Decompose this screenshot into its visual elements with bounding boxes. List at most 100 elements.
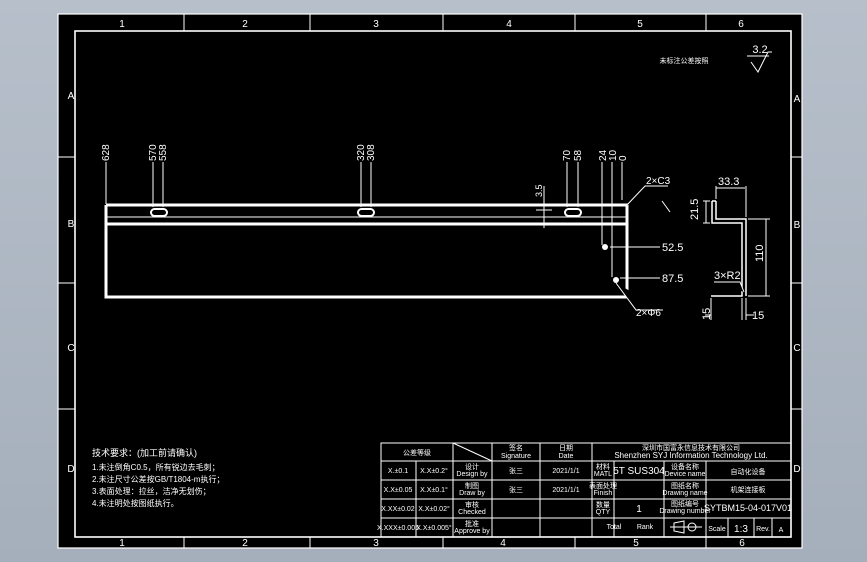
zone-col-top: 6 [738,19,744,30]
scale-value: 1:3 [734,524,748,535]
tech-req-line: 2.未注尺寸公差按GB/T1804-m执行； [92,474,224,484]
tech-req-title: 技术要求：(加工前请确认) [92,447,197,458]
tolerance-header: 公差等级 [403,448,431,457]
material-label: 材料 [596,462,610,471]
tolerance-angular: X.X±0.1° [420,486,448,494]
zone-col-top: 3 [373,19,379,30]
date-header: 日期 [559,444,573,452]
company-name-en: Shenzhen SYJ Information Technology Ltd. [614,451,767,460]
dimension-label: 58 [573,149,584,161]
signature-name: 张三 [509,466,523,475]
quantity-label: 数量 [596,500,610,509]
zone-col-bottom: 3 [373,538,379,549]
zone-col-top: 2 [242,19,248,30]
tech-req-line: 1.未注倒角C0.5，所有锐边去毛刺； [92,462,220,472]
hole [602,244,608,250]
slot-hole [564,208,582,217]
zone-col-bottom: 2 [242,538,248,549]
dimension-label: 24 [598,149,609,161]
surface-finish-symbol [747,51,772,73]
zone-row-right: B [794,220,801,231]
role-label: 设计 [465,462,479,471]
role-label-en: Approve by [454,528,490,535]
hole [613,277,619,283]
drawing-number: SYTBM15-04-017V01 [704,503,792,513]
finish-label: 表面处理 [589,481,617,490]
zone-col-top: 1 [119,19,125,30]
callout-label: 2×C3 [646,176,671,187]
quantity-value: 1 [636,504,642,515]
section-dimension: 15 [701,308,713,320]
section-dimension: 110 [754,244,766,262]
tolerance-angular: X.X±0.2° [420,467,448,475]
zone-ticks [58,14,802,548]
drawing-name: 机架连接板 [731,485,766,494]
finish-label-en: Finish [594,490,613,497]
date-header-en: Date [559,453,574,460]
role-label-en: Design by [456,471,488,478]
slot-hole [357,208,375,217]
tech-req-line: 3.表面处理：拉丝，洁净无划伤； [92,486,211,496]
role-label-en: Draw by [459,490,485,497]
section-view [703,186,770,320]
technical-requirements: 技术要求：(加工前请确认) 1.未注倒角C0.5，所有锐边去毛刺； 2.未注尺寸… [92,447,224,508]
zone-row-right: A [794,94,801,105]
zone-col-bottom: 5 [633,538,639,549]
callout-label: 2×Φ6 [636,308,661,319]
tolerance-angular: X.X±0.02° [418,505,450,513]
section-dimension: 21.5 [689,199,701,220]
section-dimension: 3×R2 [714,270,741,282]
dimension-label: 628 [101,144,112,161]
drawing-name-label-en: Drawing name [662,490,707,497]
dimension-label: 570 [148,144,159,161]
dimension-label: 308 [366,144,377,161]
projection-symbol [670,520,702,534]
dimension-label: 0 [618,155,629,161]
zone-row-left: A [68,91,75,102]
revision-label: Rev. [756,526,770,533]
section-dimension: 15 [752,310,764,322]
zone-col-top: 5 [637,19,643,30]
front-view [104,162,671,311]
role-label: 批准 [465,519,479,528]
tolerance-linear: X.±0.1 [388,468,408,475]
dimension-label: 3.5 [534,184,544,197]
zone-row-left: D [67,464,74,475]
tolerance-note: 未标注公差按照 [660,56,709,65]
scale-label: Scale [708,526,726,533]
material-label-en: MATL [594,471,612,478]
dimension-label: 320 [356,144,367,161]
tolerance-linear: X.X±0.05 [384,487,413,494]
dimension-label: 70 [562,149,573,161]
zone-row-left: B [68,219,75,230]
dimension-label: 10 [608,149,619,161]
zone-col-bottom: 1 [119,538,125,549]
slot-hole [150,208,168,217]
role-label-en: Checked [458,509,486,516]
tolerance-linear: X.XXX±0.005 [377,525,419,532]
drawing-number-label: 图纸编号 [671,499,699,508]
role-label: 审核 [465,500,479,509]
zone-row-left: C [67,343,74,354]
total-label: Total [607,524,622,531]
signature-date: 2021/1/1 [552,468,579,475]
tech-req-line: 4.未注明处按图纸执行。 [92,498,179,508]
signature-name: 张三 [509,485,523,494]
drawing-sheet [57,13,803,549]
callout-label: 52.5 [662,242,683,254]
signature-header-en: Signature [501,453,531,460]
device-name: 自动化设备 [731,467,766,476]
quantity-label-en: QTY [596,509,611,516]
title-block: 公差等级 签名 Signature 日期 Date 深圳市国富永信息技术有限公司… [377,442,792,538]
drawing-number-label-en: Drawing number [659,508,711,515]
zone-col-bottom: 6 [739,538,745,549]
zone-col-top: 4 [506,19,512,30]
signature-header: 签名 [509,443,523,452]
zone-row-right: D [793,464,800,475]
drawing-name-label: 图纸名称 [671,481,699,490]
zone-col-bottom: 4 [500,538,506,549]
zone-row-right: C [793,343,800,354]
rank-label: Rank [637,524,654,531]
company-name: 深圳市国富永信息技术有限公司 [642,443,740,452]
